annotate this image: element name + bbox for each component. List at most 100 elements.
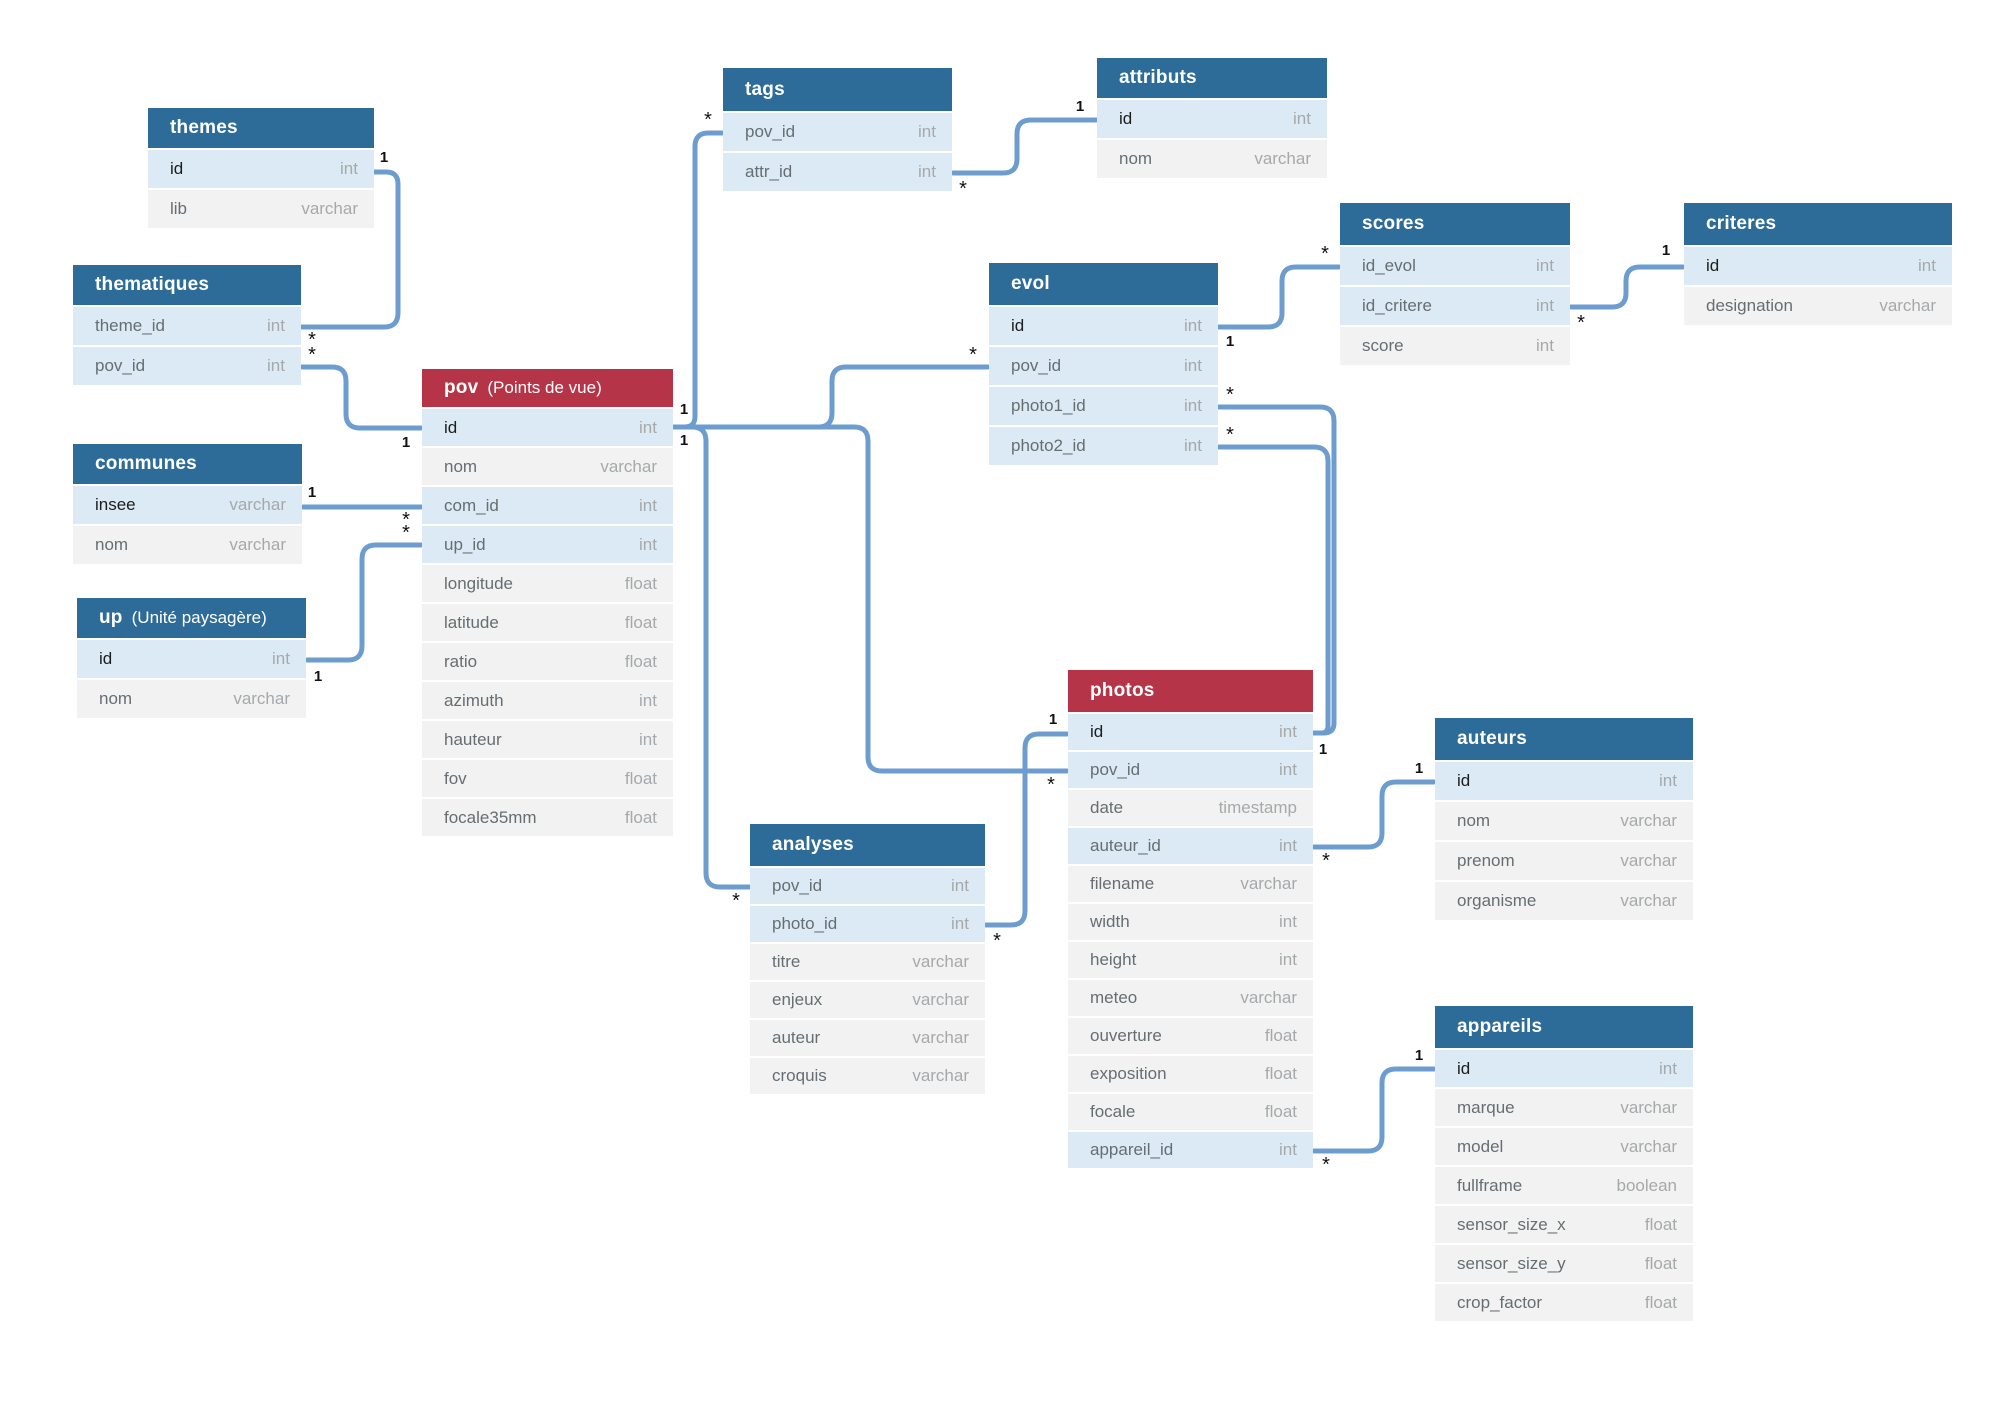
table-header-communes[interactable]: communes bbox=[73, 444, 302, 486]
table-header-pov[interactable]: pov(Points de vue) bbox=[422, 369, 673, 409]
field-name: photo1_id bbox=[1011, 396, 1086, 415]
field-type: int bbox=[1279, 912, 1297, 931]
table-header-appareils[interactable]: appareils bbox=[1435, 1006, 1693, 1050]
field-name: auteur_id bbox=[1090, 836, 1161, 855]
table-header-themes[interactable]: themes bbox=[148, 108, 374, 150]
table-header-analyses[interactable]: analyses bbox=[750, 824, 985, 868]
table-header-scores[interactable]: scores bbox=[1340, 203, 1570, 247]
field-type: int bbox=[1293, 109, 1311, 128]
table-header-photos[interactable]: photos bbox=[1068, 670, 1313, 714]
field-name: filename bbox=[1090, 874, 1155, 893]
table-header-auteurs[interactable]: auteurs bbox=[1435, 718, 1693, 762]
table-header-tags[interactable]: tags bbox=[723, 68, 952, 113]
field-type: int bbox=[918, 162, 936, 181]
table-header-up[interactable]: up(Unité paysagère) bbox=[77, 598, 306, 640]
relationship-line-themes.id-thematiques.theme_id bbox=[299, 169, 401, 330]
table-header-evol[interactable]: evol bbox=[989, 263, 1218, 307]
relationship-line-scores.id_critere-criteres.id bbox=[1568, 264, 1686, 310]
field-name: model bbox=[1457, 1136, 1504, 1156]
field-name: crop_factor bbox=[1457, 1292, 1543, 1312]
table-header-thematiques[interactable]: thematiques bbox=[73, 265, 301, 307]
table-header-criteres[interactable]: criteres bbox=[1684, 203, 1952, 247]
field-name: id_evol bbox=[1362, 256, 1416, 275]
table-header-attributs[interactable]: attributs bbox=[1097, 58, 1327, 100]
